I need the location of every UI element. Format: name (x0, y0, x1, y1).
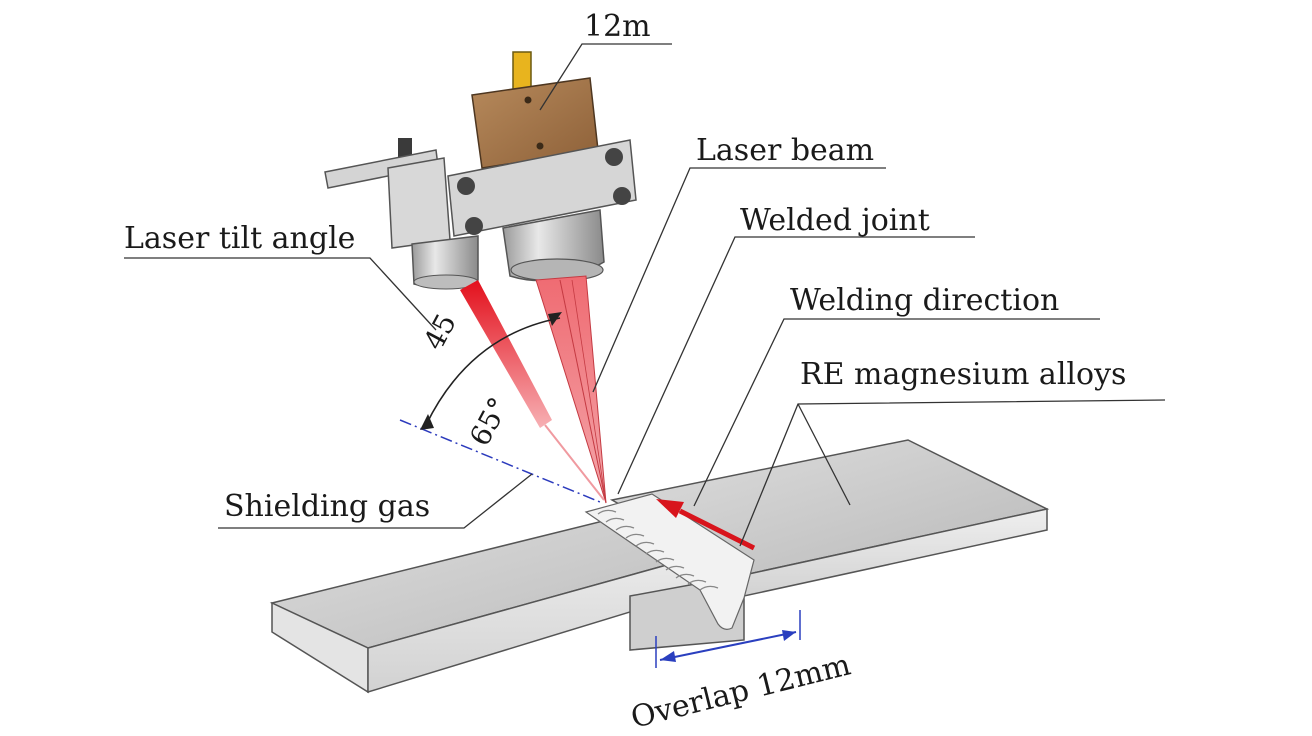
shielding-gas-stream (460, 280, 605, 501)
leader-lines (124, 43, 1166, 547)
angle-indicator (399, 312, 601, 503)
laser-head-icon (447, 51, 637, 282)
re-magnesium-alloys-label: RE magnesium alloys (800, 357, 1126, 392)
overlap-dimension (655, 610, 801, 668)
shielding-gas-label: Shielding gas (224, 489, 430, 524)
welded-joint-label: Welded joint (740, 203, 930, 238)
angle-upper-label: 45 (417, 308, 463, 355)
gas-nozzle-icon (324, 138, 479, 290)
welding-direction-label: Welding direction (790, 283, 1059, 318)
angle-lower-label: 65° (463, 392, 515, 451)
top-dimension-label: 12m (584, 9, 651, 44)
laser-tilt-angle-label: Laser tilt angle (124, 221, 355, 256)
laser-beam-label: Laser beam (696, 133, 874, 168)
weld-seam (584, 493, 755, 630)
laser-beam (535, 275, 607, 504)
